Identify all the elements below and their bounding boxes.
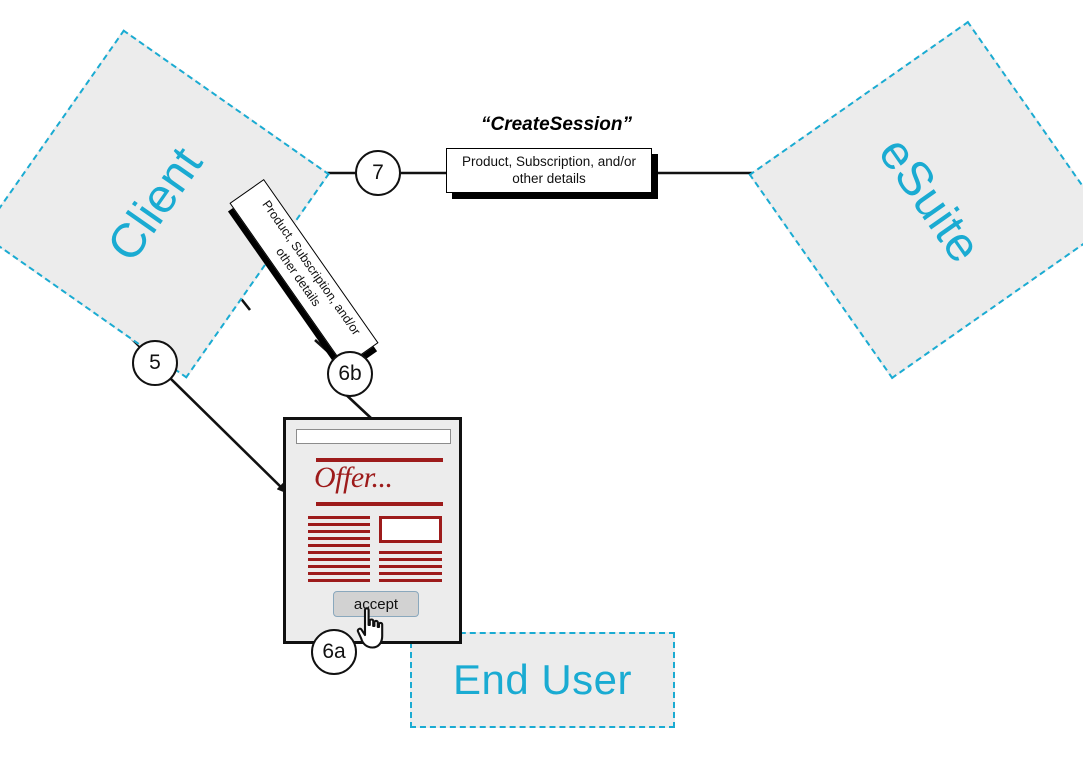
actor-esuite[interactable]: eSuite (748, 20, 1083, 380)
offer-rule-top (316, 458, 443, 462)
actor-end-user-label: End User (452, 656, 633, 703)
message-box-create-session[interactable]: Product, Subscription, and/or other deta… (446, 148, 652, 193)
offer-title: Offer... (314, 461, 393, 494)
message-box-create-session-text: Product, Subscription, and/or other deta… (462, 154, 636, 188)
offer-image-placeholder (379, 516, 442, 543)
actor-end-user[interactable]: End User (410, 632, 675, 728)
step-marker-6b[interactable]: 6b (327, 351, 373, 397)
browser-window[interactable]: Offer... accept (283, 417, 462, 649)
step-marker-5[interactable]: 5 (132, 340, 178, 386)
offer-text-lines-left-top (308, 516, 370, 547)
connector-step5-to-browser (169, 377, 288, 494)
message-box-offer-details-text: Product, Subscription, and/or other deta… (245, 198, 363, 348)
offer-rule-bottom (316, 502, 443, 506)
step-marker-6b-label: 6b (338, 362, 362, 385)
step-marker-7[interactable]: 7 (355, 150, 401, 196)
step-marker-7-label: 7 (372, 161, 384, 184)
pointing-hand-cursor-icon (356, 607, 384, 649)
msg-line-1: Product, Subscription, and/or (461, 153, 637, 169)
step-marker-5-label: 5 (149, 351, 161, 374)
actor-esuite-label: eSuite (868, 127, 992, 273)
offer-text-lines-right-bottom (379, 551, 442, 582)
step-marker-6a[interactable]: 6a (311, 629, 357, 675)
actor-client-label: Client (97, 137, 213, 271)
msg-rot-line-1: Product, Subscription, and/or (259, 198, 364, 339)
browser-url-bar[interactable] (296, 429, 451, 444)
step-marker-6a-label: 6a (322, 640, 346, 663)
message-label-create-session: “CreateSession” (481, 114, 633, 135)
msg-line-2: other details (512, 170, 586, 186)
offer-text-lines-left-bottom (308, 551, 370, 582)
